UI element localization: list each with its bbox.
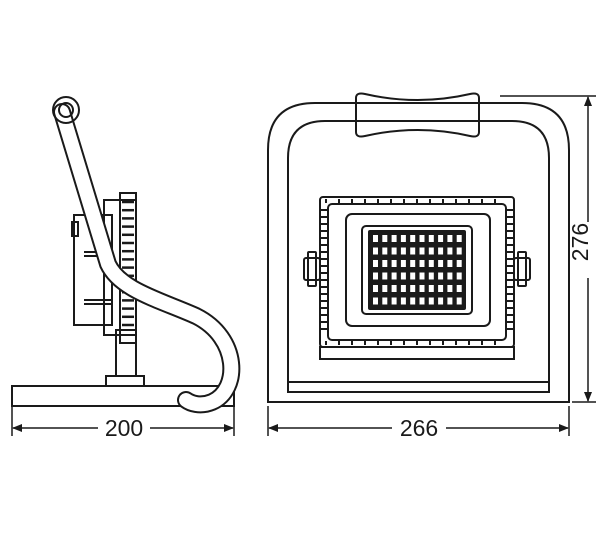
front-lower-plate [319,346,515,360]
led-cell [373,247,378,255]
front-frame-inner [287,120,550,393]
led-cell [373,260,378,267]
led-cell [373,297,378,305]
led-cell [391,247,397,255]
led-cell [447,235,453,242]
side-knob [71,221,79,237]
led-cell [400,272,406,280]
front-cooling-fins [321,199,513,345]
led-cell [400,247,406,255]
dimension-label-front-width: 266 [400,415,438,441]
led-cell [391,297,397,305]
led-cell [410,235,416,242]
front-view [267,92,570,403]
dimension-front-height: 276 [500,95,596,403]
led-cell [428,285,434,292]
led-cell [428,260,434,267]
led-cell [400,235,406,242]
dimension-side-width: 200 [11,406,235,441]
led-cell [382,272,388,280]
led-cell [419,260,425,267]
dimension-label-side-width: 200 [105,415,143,441]
led-cell [447,260,453,267]
led-cell [419,285,425,292]
led-cell [391,272,397,280]
side-post [115,329,137,377]
led-cell [400,297,406,305]
led-cell [419,235,425,242]
led-cell [456,247,462,255]
side-handle-tube [52,96,241,414]
dimension-front-width: 266 [267,406,570,441]
led-cell [382,297,388,305]
led-cell [438,247,444,255]
dimension-label-front-height: 276 [567,223,593,261]
led-cell [438,297,444,305]
led-cell [391,260,397,267]
led-cell [428,235,434,242]
led-cell [382,247,388,255]
led-cell [428,247,434,255]
led-cell [447,272,453,280]
front-mount-knob-left [303,251,321,287]
led-cell [456,260,462,267]
led-cell [382,235,388,242]
led-cell [391,235,397,242]
front-mount-knob-right [513,251,531,287]
front-carry-grip [355,92,480,138]
led-cell [419,272,425,280]
led-cell [410,272,416,280]
led-cell [447,297,453,305]
led-cell [391,285,397,292]
side-handle-end-cap [52,96,80,124]
front-led-grid [373,235,462,305]
front-lamp-bezel [327,203,507,341]
side-view [11,96,241,414]
led-cell [456,297,462,305]
led-cell [428,272,434,280]
led-cell [410,260,416,267]
led-cell [438,272,444,280]
led-cell [400,285,406,292]
led-cell [456,285,462,292]
front-frame-outer [267,102,570,403]
led-cell [438,285,444,292]
led-cell [456,272,462,280]
led-cell [438,235,444,242]
led-cell [447,285,453,292]
side-foot [105,375,145,387]
led-cell [373,272,378,280]
led-cell [438,260,444,267]
front-led-panel-outer [345,213,491,327]
led-cell [410,297,416,305]
front-led-panel-inner [361,225,473,315]
led-cell [410,285,416,292]
led-cell [373,285,378,292]
led-cell [382,285,388,292]
led-cell [428,297,434,305]
led-cell [447,247,453,255]
led-cell [410,247,416,255]
led-cell [419,247,425,255]
led-cell [419,297,425,305]
led-cell [382,260,388,267]
led-cell [400,260,406,267]
led-cell [456,235,462,242]
led-cell [373,235,378,242]
